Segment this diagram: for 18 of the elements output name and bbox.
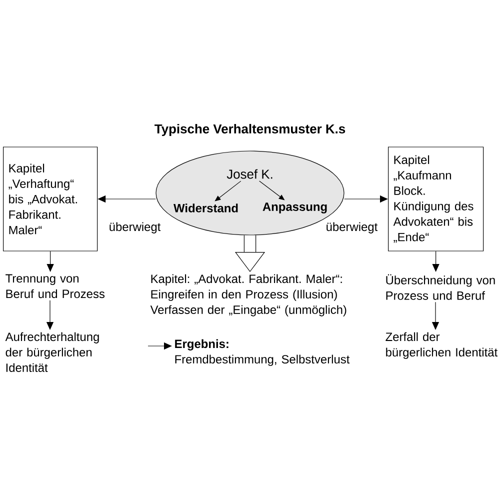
chapter-box: Kapitel „Verhaftung“ bis „Advokat. Fabrikant. Maler“ — [3, 146, 98, 252]
keyword-label: Anpassung — [262, 202, 327, 214]
outcome-text: Zerfall der bürgerlichen Identität — [386, 332, 498, 359]
arrow — [214, 180, 242, 202]
outcome-text: Trennung von Beruf und Prozess — [6, 274, 105, 298]
keyword-label: Widerstand — [174, 204, 238, 212]
arrow — [259, 180, 285, 200]
result-text: Ergebnis: Fremdbestimmung, Selbstverlust — [175, 339, 350, 366]
edge-label: überwiegt — [108, 221, 162, 234]
arrow — [432, 251, 440, 272]
chapter-note: Kapitel: „Advokat. Fabrikant. Maler“: Eingreifen in den Prozess (Illusion) Verfassen der „Eingabe“ (unmöglich) — [150, 274, 346, 316]
title: Typische Verhaltensmuster K.s — [154, 124, 346, 136]
outcome-text: Aufrechterhaltung der bürgerlichen Identität — [5, 332, 99, 372]
chapter-box: Kapitel „Kaufmann Block. Kündigung des Advokaten“ bis „Ende“ — [388, 146, 484, 252]
name-label: Josef K. — [226, 169, 272, 179]
outcome-text: Überschneidung von Prozess und Beruf — [386, 274, 495, 300]
edge-label: überwiegt — [324, 221, 379, 234]
arrow — [46, 251, 54, 272]
